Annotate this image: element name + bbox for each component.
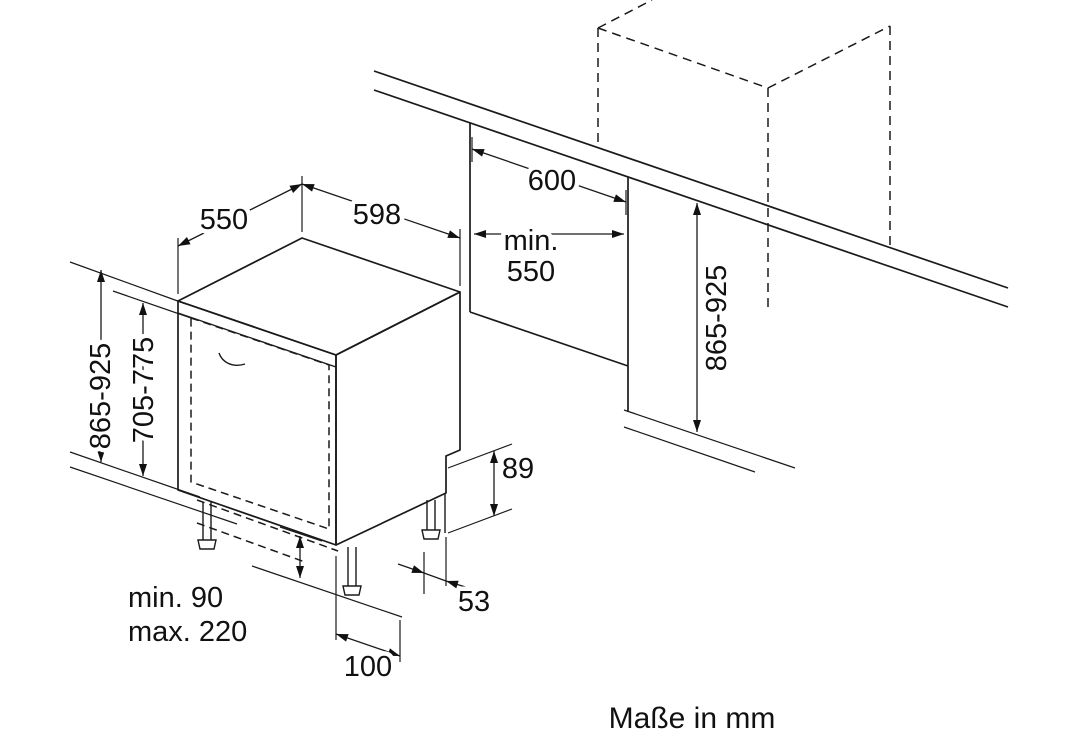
dimension-front-foot-offset: 100 <box>335 556 401 688</box>
dim-label-plinth-min: min. 90 <box>128 582 223 614</box>
countertop-top-edge <box>373 70 1009 289</box>
dimension-door-height: 705-775 <box>124 303 165 476</box>
dim-label-rear-step-height: 89 <box>502 453 534 485</box>
dim-label-niche-depth-min: min. <box>504 225 559 257</box>
dishwasher-drawing <box>177 237 461 596</box>
dimension-rear-step-height: 89 <box>447 443 539 534</box>
dimension-rear-foot-offset: 53 <box>397 537 495 623</box>
dimension-niche-width: 600 <box>471 137 627 215</box>
floor-line-front <box>251 565 403 618</box>
dim-label-appliance-width: 598 <box>353 199 401 231</box>
door-panel-dashed-outline <box>190 316 330 531</box>
dimension-plinth-height: min. 90 max. 220 <box>124 536 304 653</box>
dishwasher-top-face <box>177 237 461 356</box>
dim-label-front-foot-offset: 100 <box>344 651 392 683</box>
front-left-foot <box>197 502 217 550</box>
dimension-niche-height: 865-925 <box>693 203 738 432</box>
units-caption: Maße in mm <box>609 702 776 735</box>
reference-lines-left <box>69 261 403 618</box>
door-handle <box>218 352 246 366</box>
floor-line-right-2 <box>623 426 756 473</box>
plinth-top-tick <box>279 526 323 542</box>
countertop-bottom-edge <box>373 89 1009 308</box>
dim-label-plinth-max: max. 220 <box>128 616 247 648</box>
door-top-reference-line <box>112 290 195 320</box>
bottom-reference-line-2 <box>69 466 238 525</box>
dim-label-niche-depth-value: 550 <box>507 256 555 288</box>
dim-label-rear-foot-offset: 53 <box>458 586 490 618</box>
dimension-appliance-width: 598 <box>301 176 461 286</box>
top-reference-line <box>69 261 187 305</box>
dimension-appliance-height: 865-925 <box>81 270 122 462</box>
dim-label-appliance-height: 865-925 <box>85 343 117 449</box>
dim-label-appliance-depth: 550 <box>200 204 248 236</box>
dim-label-niche-height: 865-925 <box>701 265 733 371</box>
plinth-dashed-line-1 <box>196 499 339 552</box>
niche-side-wall-bottom-edge <box>469 311 629 367</box>
plinth-dashed-line-2 <box>196 522 306 563</box>
bottom-reference-line <box>69 451 201 498</box>
front-right-foot <box>342 547 362 596</box>
dim-label-door-height: 705-775 <box>128 337 160 443</box>
dim-label-niche-width: 600 <box>528 165 576 197</box>
niche-drawing <box>373 0 1009 473</box>
tall-cabinet-dashed-outline <box>597 0 891 308</box>
dimension-appliance-depth: 550 <box>177 183 303 294</box>
dishwasher-side-face <box>335 291 461 546</box>
dishwasher-front-face <box>177 300 337 546</box>
rear-foot <box>421 500 441 540</box>
floor-line-right-1 <box>623 409 796 469</box>
dimension-niche-depth: min. 550 <box>474 221 624 293</box>
